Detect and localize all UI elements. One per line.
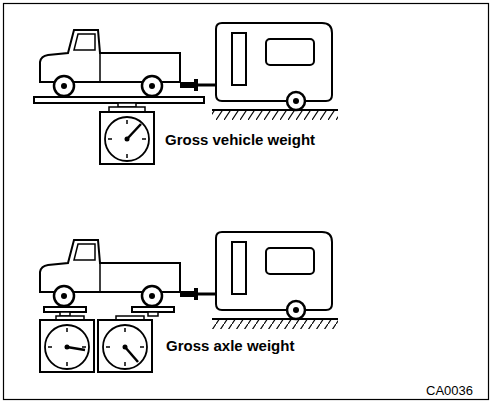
figure-code: CA0036 — [426, 383, 473, 398]
caption-label: Gross axle weight — [166, 337, 294, 354]
axles-on-scales — [40, 232, 338, 372]
caption-label: Gross vehicle weight — [165, 131, 315, 148]
frame — [4, 4, 489, 400]
vehicle-on-scale — [34, 23, 338, 164]
